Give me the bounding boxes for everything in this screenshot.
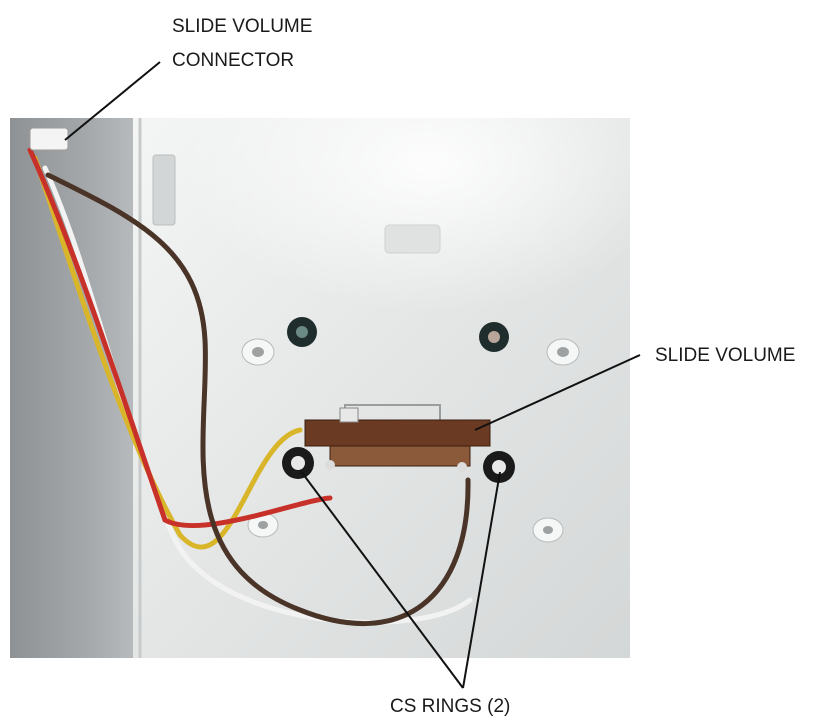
connector-leader [64,61,161,141]
brown-wire [45,172,471,627]
panel-rings [287,317,509,352]
slide-volume-label: SLIDE VOLUME [655,345,795,366]
mold-mark [384,224,441,254]
panel-glare [133,118,630,418]
mounting-posts [241,338,580,543]
wires [27,147,473,627]
cs-ring-leader-right [462,471,501,689]
red-wire [27,147,333,529]
cs-rings-part [282,447,515,483]
cs-rings-label: CS RINGS (2) [390,696,510,717]
photo [10,118,630,658]
slide-volume-leader [474,354,641,431]
panel-tab [152,154,176,226]
connector-label-line2: CONNECTOR [172,50,294,71]
slide-volume-connector [29,127,69,151]
cs-ring-leader-left [299,469,464,689]
connector-label-line1: SLIDE VOLUME [172,16,312,37]
slide-volume-part [304,407,491,472]
yellow-wire [32,155,303,550]
leader-lines [64,61,641,689]
